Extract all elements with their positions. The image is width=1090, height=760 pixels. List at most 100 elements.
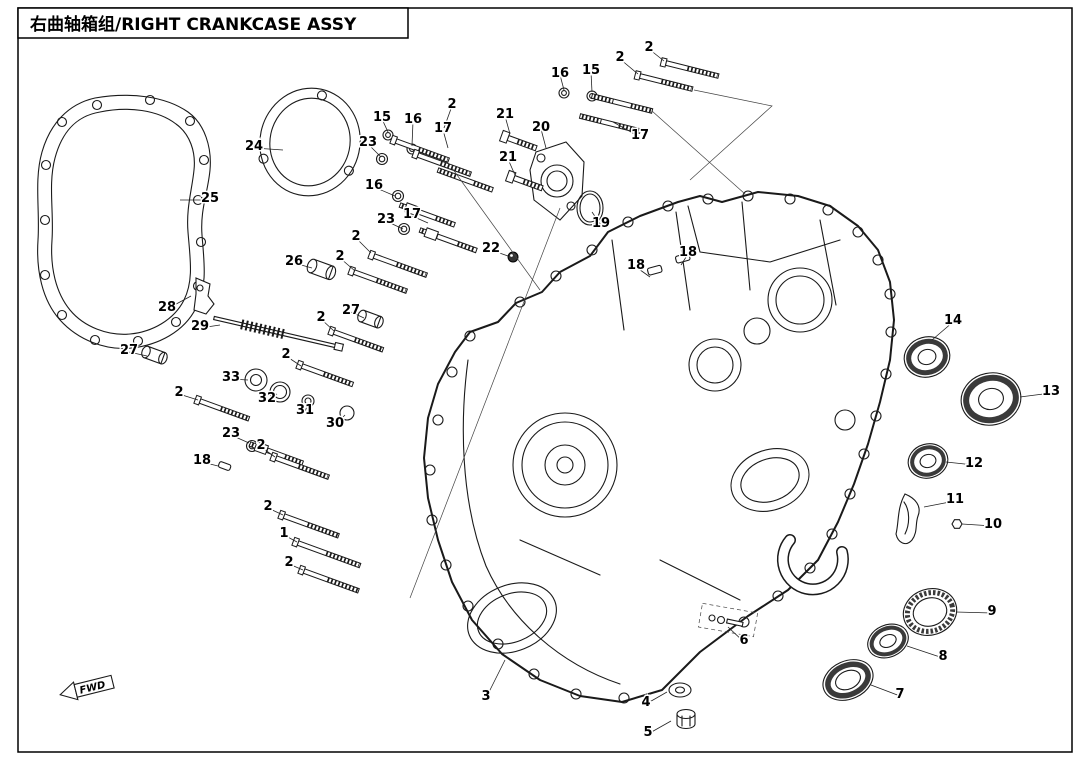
callout-leader	[1019, 392, 1052, 398]
callout-leader	[199, 324, 221, 329]
part-bushing-26	[306, 258, 337, 281]
part-bolt-2	[347, 265, 409, 294]
part-number-callout: 26	[285, 254, 303, 269]
callout-leader	[485, 659, 506, 699]
part-number-callout: 14	[944, 313, 962, 328]
construction-lines	[409, 89, 773, 599]
callout-leader	[339, 257, 356, 272]
part-bolt-2	[659, 57, 720, 79]
part-number-callout: 2	[284, 555, 293, 570]
title-box: 右曲轴箱组/RIGHT CRANKCASE ASSY	[17, 7, 409, 39]
part-number-callout: 16	[551, 66, 569, 81]
callout-leader	[350, 311, 365, 319]
part-number-callout: 4	[641, 695, 650, 710]
callout-leader	[647, 720, 672, 735]
callout-leader	[411, 215, 429, 224]
part-number-callout: 9	[987, 604, 996, 619]
part-bolt-2	[269, 451, 331, 480]
callout-leader	[507, 158, 516, 176]
part-bolt-2	[193, 394, 251, 422]
part-number-callout: 2	[351, 229, 360, 244]
part-bolt-2	[367, 249, 429, 278]
part-washer-16-top	[558, 87, 570, 99]
part-number-callout: 2	[447, 97, 456, 112]
part-number-callout: 23	[377, 212, 395, 227]
part-number-callout: 18	[193, 453, 211, 468]
part-number-callout: 2	[174, 385, 183, 400]
part-number-callout: 2	[263, 499, 272, 514]
part-stud-16	[398, 202, 456, 228]
part-washer-15-left	[382, 129, 394, 141]
part-number-callout: 13	[1042, 384, 1060, 399]
part-number-callout: 23	[222, 426, 240, 441]
part-flange-20	[529, 141, 585, 221]
title-box-frame	[17, 7, 409, 39]
callout-leader	[945, 461, 975, 466]
part-number-callout: 2	[644, 40, 653, 55]
part-number-callout: 27	[342, 303, 360, 318]
callout-leader	[373, 186, 396, 197]
part-number-callout: 15	[373, 110, 391, 125]
part-number-callout: 31	[296, 403, 314, 418]
callout-leader	[304, 402, 309, 413]
part-seal-7	[822, 659, 874, 701]
part-bolt-2	[411, 148, 473, 177]
part-ring-32	[269, 381, 291, 403]
part-bearing-shell	[776, 534, 849, 596]
part-stud-17	[418, 227, 478, 254]
callout-leader	[355, 237, 372, 254]
part-number-callout: 33	[222, 370, 240, 385]
part-number-callout: 11	[946, 492, 964, 507]
part-dowel-18	[217, 461, 232, 471]
callout-leader	[591, 211, 602, 226]
part-bolt-1	[291, 536, 362, 569]
part-number-callout: 29	[191, 319, 209, 334]
part-number-callout: 5	[643, 725, 652, 740]
part-number-callout: 2	[615, 50, 624, 65]
part-bolt-2	[327, 325, 385, 353]
callout-leader	[961, 523, 994, 527]
part-shaft-29	[212, 315, 345, 352]
part-gasket-25	[37, 94, 211, 350]
part-number-callout: 6	[739, 633, 748, 648]
part-number-callout: 18	[627, 258, 645, 273]
callout-leader	[648, 48, 665, 62]
callout-leader	[253, 147, 284, 151]
callout-leader	[334, 414, 346, 426]
callout-leader	[727, 626, 745, 643]
part-number-callout: 10	[984, 517, 1002, 532]
part-bearing-12	[907, 443, 949, 479]
part-oring-19	[576, 190, 604, 226]
part-number-callout: 16	[404, 112, 422, 127]
callout-leader	[267, 507, 284, 516]
part-crankcase-3	[423, 190, 897, 704]
part-bearing-13	[960, 372, 1022, 426]
callout-leader	[504, 115, 511, 135]
part-number-callout: 16	[365, 178, 383, 193]
callout-leader	[293, 262, 313, 269]
callout-leader	[443, 105, 453, 129]
callout-leader	[923, 500, 956, 508]
part-flange-bolt-21	[498, 129, 538, 152]
part-spacer-27	[357, 309, 384, 329]
part-bushing-33	[244, 368, 268, 392]
part-number-callout: 2	[335, 249, 344, 264]
part-number-callout: 19	[592, 216, 610, 231]
part-number-callout: 21	[496, 107, 514, 122]
callout-leader	[955, 611, 993, 614]
callout-leader	[442, 129, 449, 149]
part-sleeve-23-a	[375, 152, 389, 166]
part-number-callout: 27	[120, 343, 138, 358]
part-number-callout: 12	[965, 456, 983, 471]
part-number-callout: 1	[279, 526, 288, 541]
part-bolt-2	[297, 564, 360, 594]
part-gear-ring-9	[902, 588, 958, 636]
callout-leader	[285, 355, 302, 367]
part-number-callout: 18	[679, 245, 697, 260]
part-number-callout: 32	[258, 391, 276, 406]
part-number-callout: 21	[499, 150, 517, 165]
callout-leader	[178, 393, 199, 401]
part-number-callout: 25	[201, 191, 219, 206]
part-flange-bolt-21	[504, 169, 544, 192]
